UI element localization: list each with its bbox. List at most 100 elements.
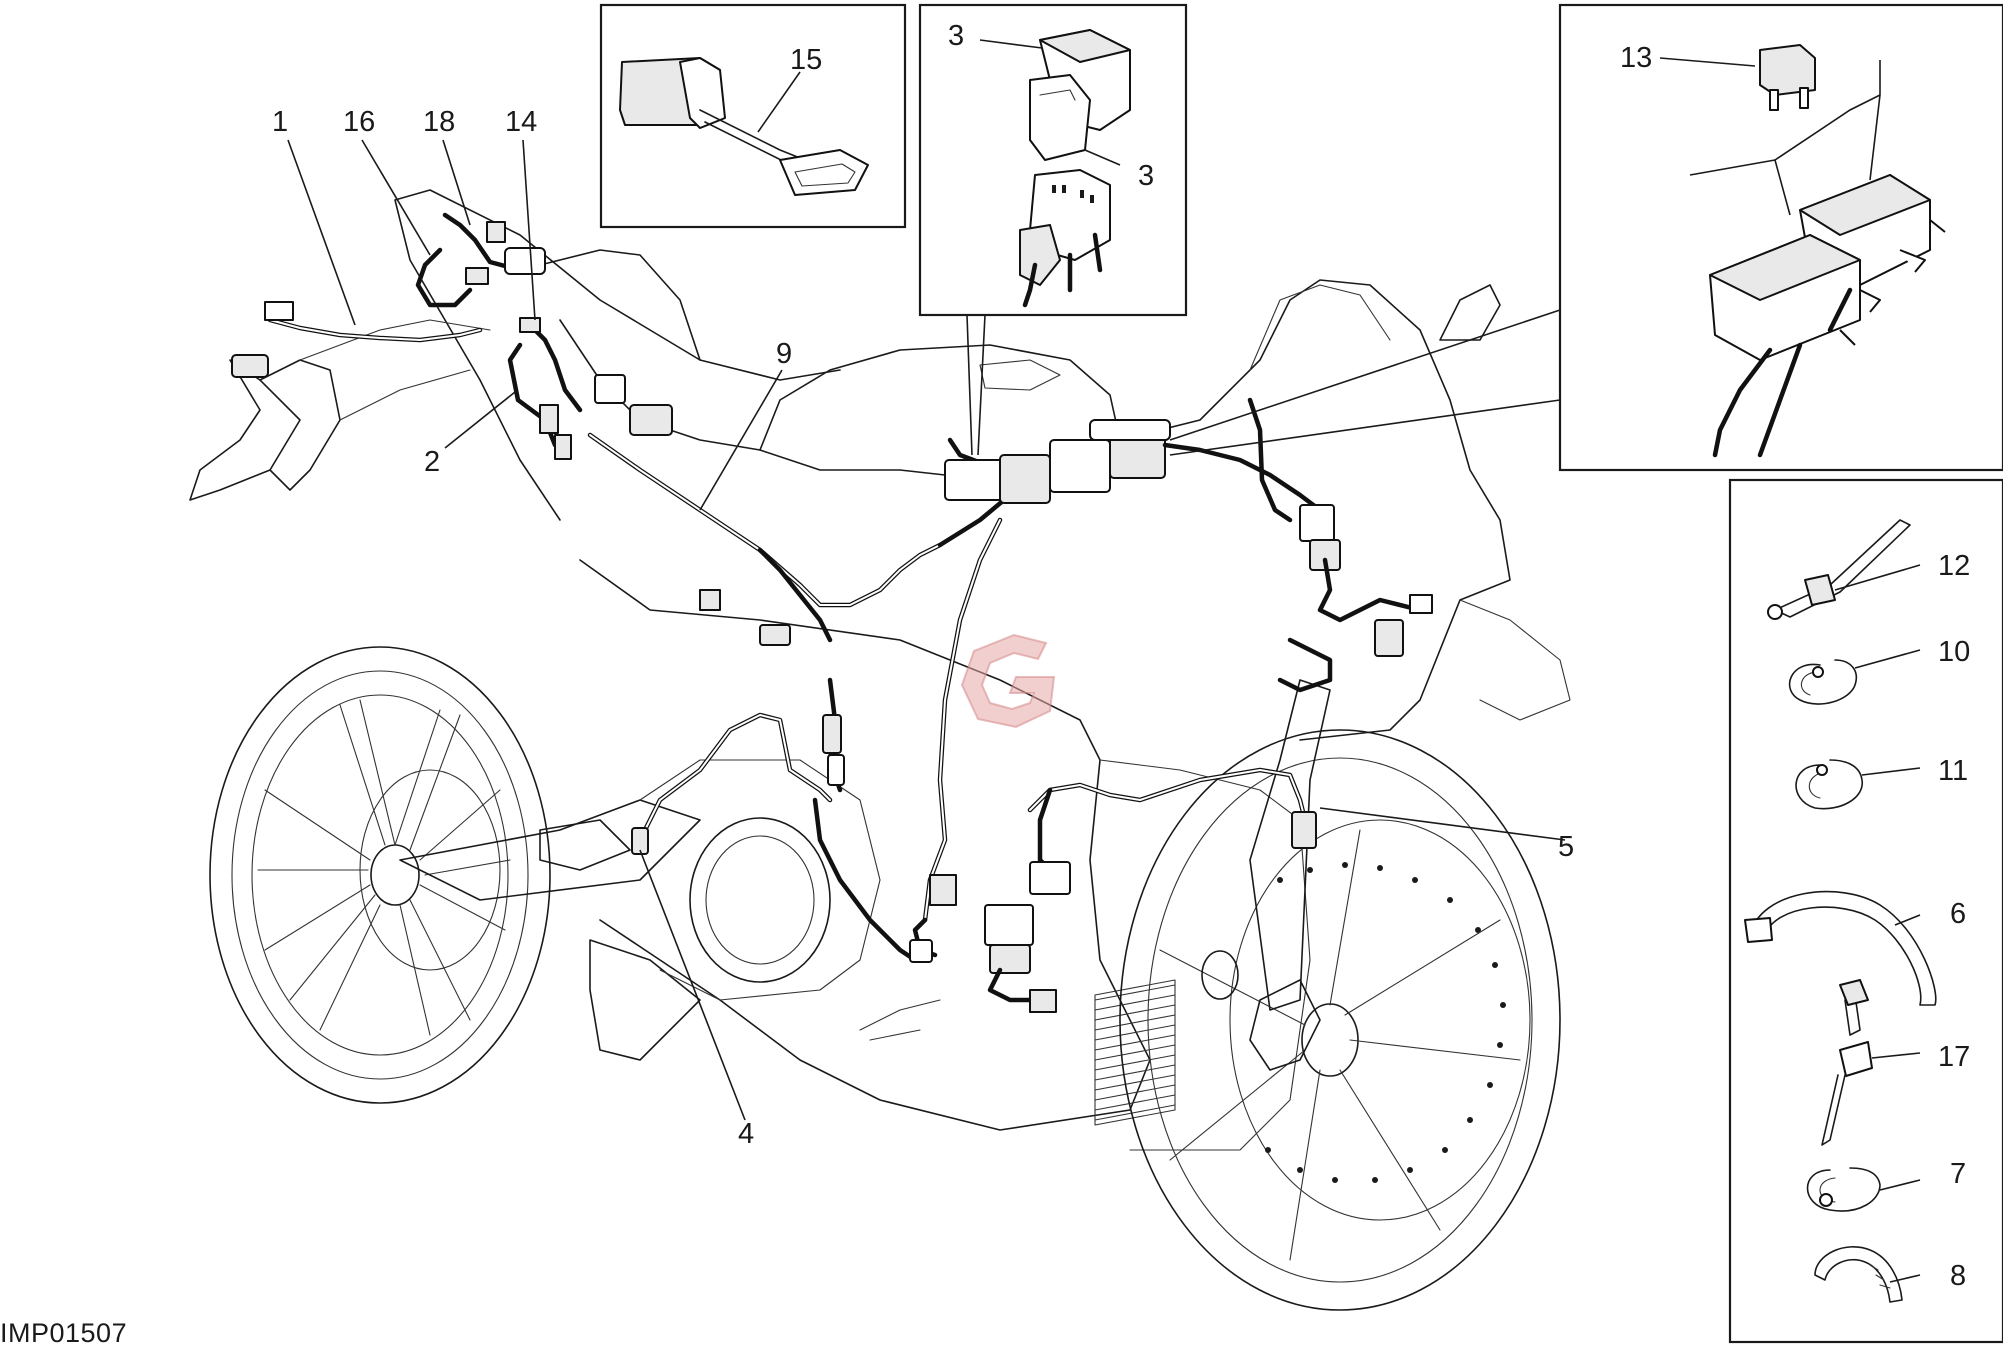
- relay-3-mid: [1029, 74, 1091, 161]
- footpeg-bracket: [539, 819, 631, 871]
- seat-sensor-block-a: [594, 374, 626, 404]
- inset-3-pointer: [966, 314, 986, 456]
- fuse-13-leg-b: [1799, 87, 1809, 109]
- dash-loom: [1317, 557, 1423, 623]
- seat-sensor-block-b: [629, 404, 673, 436]
- lower-loom-4-plug-b: [827, 754, 845, 786]
- relay-13-wires: [1712, 287, 1853, 458]
- relay-3-top-face: [1039, 29, 1131, 63]
- cable-tie-12: [1767, 519, 1921, 620]
- lead-14-connector: [519, 317, 541, 333]
- tail-section: [394, 189, 841, 521]
- callout-5: 5: [1558, 831, 1575, 863]
- harness-2-plug: [539, 404, 559, 434]
- front-loom-5-plug: [1291, 811, 1317, 849]
- callout-7: 7: [1950, 1158, 1967, 1190]
- callout-3-top: 3: [948, 20, 965, 52]
- rear-rim: [251, 694, 509, 1056]
- harness-2-plug-b: [554, 434, 572, 460]
- mid-connector-c: [989, 944, 1031, 974]
- inset-3: [918, 3, 1188, 456]
- fuse-13: [1759, 44, 1816, 96]
- loom-9-branch: [757, 547, 833, 643]
- mid-connector-d: [1029, 989, 1057, 1013]
- leader-9: [699, 369, 783, 511]
- crank-sensor: [909, 939, 933, 963]
- lower-loom-4-plug: [822, 714, 842, 754]
- leader-14: [522, 139, 536, 321]
- callout-14: 14: [505, 106, 538, 138]
- front-spokes: [1159, 829, 1521, 1261]
- dash-connector-b: [1409, 594, 1433, 614]
- leader-15: [757, 71, 801, 133]
- front-loom-top: [1247, 397, 1293, 523]
- clip-10: [1788, 649, 1921, 705]
- exhaust-guard: [589, 939, 701, 1061]
- ecu-connector-a: [999, 454, 1051, 504]
- relay-socket-b: [1019, 224, 1061, 286]
- callout-4: 4: [738, 1118, 755, 1150]
- rear-tyre-inner: [231, 670, 529, 1080]
- leader-3b: [1084, 149, 1121, 166]
- front-tyre-inner: [1147, 757, 1533, 1283]
- clamp-7: [1806, 1167, 1921, 1212]
- connector-15-tab-inner: [794, 163, 856, 187]
- loom-9-connector: [759, 624, 791, 646]
- inset-13-pointer: [1169, 309, 1561, 456]
- connector-15-latch: [679, 57, 726, 129]
- side-stand-area: [859, 999, 941, 1041]
- callout-15: 15: [790, 44, 823, 76]
- front-loom-5-drop: [1037, 787, 1053, 873]
- callout-12: 12: [1938, 550, 1971, 582]
- leader-2: [444, 391, 516, 449]
- tank-cap: [979, 359, 1061, 391]
- fairing-lower: [579, 559, 1151, 1131]
- side-scoop: [1459, 599, 1571, 721]
- callout-2: 2: [424, 446, 441, 478]
- windscreen: [1249, 284, 1391, 371]
- clutch-cover-inner: [705, 835, 815, 965]
- clip-11: [1795, 759, 1921, 810]
- leader-18: [442, 139, 471, 226]
- lower-loom-4c: [812, 797, 918, 963]
- main-wiring-harness: [231, 212, 1433, 1013]
- front-disc-holes: [1265, 862, 1506, 1183]
- relay-13-back-face: [1799, 174, 1931, 236]
- callout-9: 9: [776, 338, 793, 370]
- watermark-g-shape: [960, 633, 1056, 729]
- loom-16-wire: [415, 247, 473, 308]
- leader-16: [361, 139, 431, 256]
- rear-loom-connector: [264, 301, 294, 321]
- leader-13-relay-c: [1774, 94, 1881, 161]
- swingarm: [399, 799, 701, 901]
- front-fairing: [1119, 279, 1511, 741]
- engine-case: [639, 759, 881, 1001]
- accessory-panel: [1728, 478, 2003, 1344]
- relay-3-mid-face: [1039, 89, 1076, 101]
- inset-13: [1169, 3, 2003, 472]
- fuse-13-leg-a: [1769, 89, 1779, 111]
- front-loom-5-plug-b: [1029, 861, 1071, 895]
- headlight-connector-a: [1299, 504, 1335, 542]
- main-loom-9: [587, 432, 943, 608]
- tie-mount-17: [1821, 979, 1921, 1146]
- leader-13: [1659, 57, 1756, 67]
- fuse-holder: [1089, 419, 1171, 441]
- mid-connector-a: [929, 874, 957, 906]
- relay-13-front-face: [1709, 234, 1861, 301]
- main-leader-lines: [287, 139, 1566, 1121]
- relay-block: [944, 459, 1006, 501]
- callout-8: 8: [1950, 1260, 1967, 1292]
- lead-14-wire: [527, 322, 583, 413]
- connector-15-tab: [779, 149, 869, 196]
- strap-6: [1744, 890, 1937, 1006]
- callout-10: 10: [1938, 636, 1971, 668]
- drawing-code: IMP01507: [0, 1318, 128, 1348]
- rear-subframe: [299, 319, 491, 421]
- fork-cap: [1201, 950, 1239, 1000]
- motorcycle-outline: [189, 189, 1571, 1311]
- callout-11: 11: [1938, 755, 1969, 787]
- callout-6: 6: [1950, 898, 1967, 930]
